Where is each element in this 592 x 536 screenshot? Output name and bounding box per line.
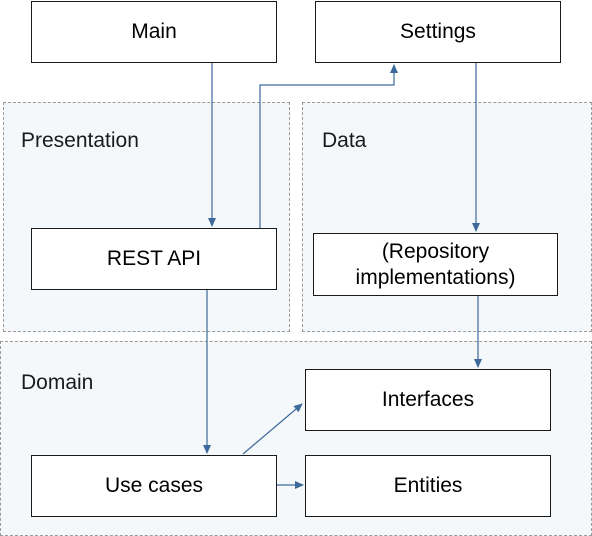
repository-box-label-line2: implementations) bbox=[355, 265, 516, 289]
entities-box: Entities bbox=[305, 455, 551, 517]
data-layer: Data bbox=[302, 102, 592, 332]
presentation-layer-label: Presentation bbox=[21, 129, 139, 152]
rest-api-box-label: REST API bbox=[106, 247, 202, 270]
repository-implementations-box: (Repository implementations) bbox=[313, 233, 558, 296]
settings-box: Settings bbox=[315, 1, 561, 63]
interfaces-box: Interfaces bbox=[305, 369, 551, 431]
presentation-layer: Presentation bbox=[3, 102, 290, 332]
domain-layer-label: Domain bbox=[21, 371, 94, 394]
main-box-label: Main bbox=[131, 20, 177, 43]
repository-box-label-line1: (Repository bbox=[381, 239, 490, 263]
rest-api-box: REST API bbox=[31, 228, 277, 290]
data-layer-label: Data bbox=[322, 129, 367, 152]
use-cases-box-label: Use cases bbox=[104, 474, 204, 497]
settings-box-label: Settings bbox=[400, 20, 476, 43]
interfaces-box-label: Interfaces bbox=[381, 388, 475, 411]
use-cases-box: Use cases bbox=[31, 455, 277, 517]
main-box: Main bbox=[31, 1, 277, 63]
entities-box-label: Entities bbox=[393, 474, 463, 497]
